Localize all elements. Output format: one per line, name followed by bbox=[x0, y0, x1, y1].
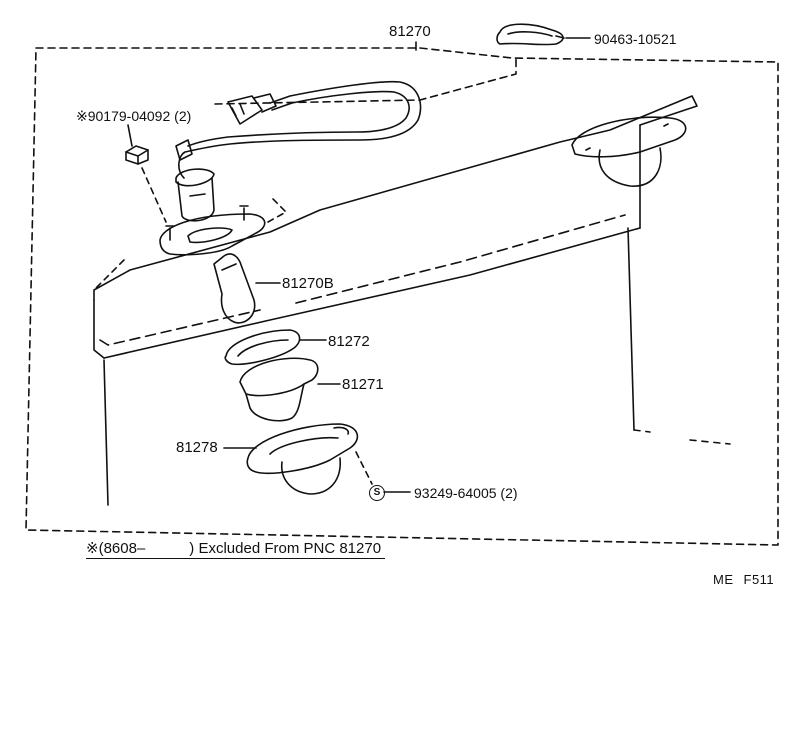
leader-nut bbox=[127, 124, 133, 147]
gasket bbox=[224, 329, 301, 366]
nut-quantity: (2) bbox=[174, 108, 192, 124]
footnote-close: ) bbox=[189, 540, 195, 557]
bulb bbox=[213, 253, 256, 324]
bulb-socket bbox=[175, 168, 215, 222]
footnote-date: (8608– bbox=[98, 540, 146, 557]
lamp-housing bbox=[246, 423, 359, 495]
body-panel bbox=[93, 95, 731, 506]
assembly-boundary bbox=[25, 47, 779, 546]
label-81272: 81272 bbox=[328, 333, 370, 350]
label-81271: 81271 bbox=[342, 376, 384, 393]
figure-code: ME F511 bbox=[713, 572, 774, 587]
lens bbox=[239, 357, 319, 422]
leader-dashed-harness bbox=[214, 57, 517, 105]
nut-part-number: 90179-04092 bbox=[87, 108, 171, 124]
label-clip: 90463-10521 bbox=[594, 31, 677, 47]
leader-dashed-socket bbox=[267, 195, 287, 223]
footnote: ※(8608–) Excluded From PNC 81270 bbox=[86, 540, 386, 559]
screw-part-number: 93249-64005 bbox=[414, 485, 497, 501]
figure-code-right: F511 bbox=[743, 572, 775, 587]
screw-quantity: (2) bbox=[500, 485, 518, 501]
wiring-harness bbox=[175, 80, 422, 179]
footnote-mark: ※ bbox=[86, 540, 99, 557]
label-81270: 81270 bbox=[389, 23, 431, 40]
label-screw: 93249-64005 (2) bbox=[414, 485, 518, 501]
label-nut: ※90179-04092 (2) bbox=[76, 108, 191, 124]
mark-asterisk: ※ bbox=[76, 108, 88, 124]
figure-code-left: ME bbox=[713, 572, 734, 587]
label-81270b: 81270B bbox=[282, 275, 334, 292]
leader-nut-dashed bbox=[141, 167, 167, 223]
screw-s-mark: S bbox=[369, 485, 385, 501]
flange-nut bbox=[125, 145, 149, 165]
clip bbox=[496, 23, 565, 46]
leader-screw-dashed bbox=[355, 451, 373, 485]
socket-flange bbox=[159, 205, 266, 256]
footnote-text: Excluded From PNC 81270 bbox=[198, 540, 382, 557]
installed-lamp-right bbox=[571, 116, 687, 187]
label-81278: 81278 bbox=[176, 439, 218, 456]
